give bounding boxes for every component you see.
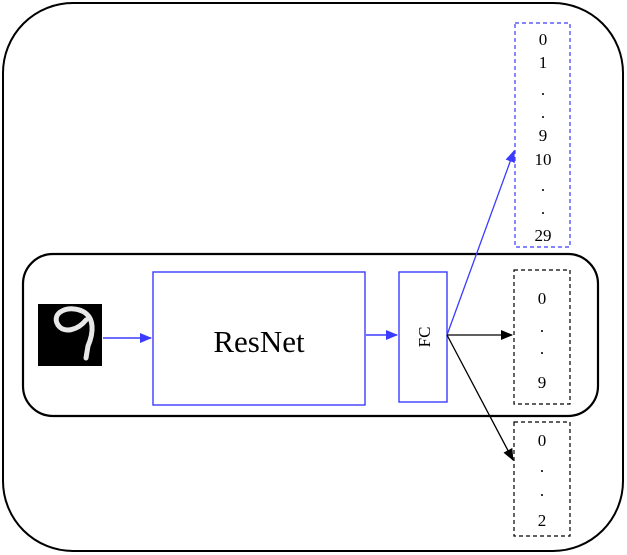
input-digit-image: 9 (38, 304, 102, 366)
output-top-label: 29 (535, 226, 552, 245)
output-labels-middle: 0.. 9 (538, 289, 547, 392)
output-box-bottom (513, 421, 571, 537)
resnet-label: ResNet (213, 324, 305, 359)
output-bottom-label: . (540, 481, 544, 500)
arrow-fc-to-bottom-output (446, 334, 514, 461)
output-box-middle (513, 269, 571, 405)
output-top-label: 10 (535, 150, 552, 169)
output-top-label: . (541, 176, 545, 195)
output-middle-label: 0 (538, 289, 547, 308)
fc-label: FC (415, 327, 434, 348)
output-bottom-label: . (540, 457, 544, 476)
output-labels-top: 0 1.. 9 10.. 29 (535, 30, 552, 245)
output-top-label: . (541, 80, 545, 99)
output-bottom-label: 0 (538, 431, 547, 450)
output-top-label: 9 (539, 126, 548, 145)
output-middle-label: . (540, 317, 544, 336)
output-bottom-label: 2 (538, 511, 547, 530)
inner-container (21, 252, 600, 418)
arrow-fc-to-top-output (446, 150, 515, 336)
output-box-top (514, 22, 571, 248)
output-middle-label: . (540, 339, 544, 358)
resnet-block (152, 271, 366, 406)
output-top-label: 1 (539, 53, 548, 72)
output-top-label: 0 (539, 30, 548, 49)
output-top-label: . (541, 103, 545, 122)
output-top-label: . (541, 199, 545, 218)
output-labels-bottom: 0.. 2 (538, 431, 547, 530)
fc-block (398, 271, 448, 403)
output-middle-label: 9 (538, 373, 547, 392)
